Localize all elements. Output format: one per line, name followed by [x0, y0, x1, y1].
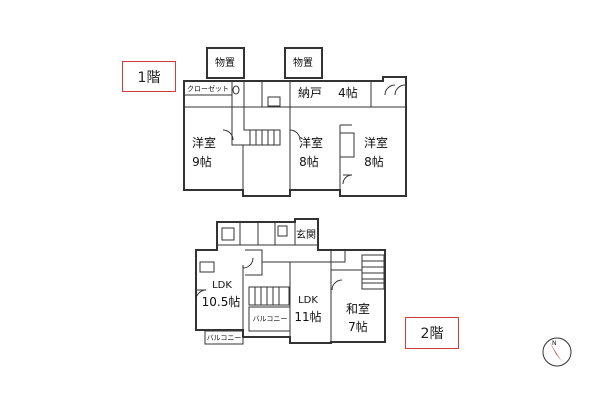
- western-c-size: 8帖: [364, 154, 384, 169]
- closet-label: クローゼット: [187, 84, 229, 93]
- western-b-size: 8帖: [299, 154, 319, 169]
- balcony-b-box: [204, 330, 244, 345]
- nando-label: 納戸: [298, 86, 322, 100]
- storage-right-box: [284, 47, 323, 79]
- storage-left-box: [206, 47, 245, 79]
- compass-icon: N: [542, 337, 572, 367]
- ldk-a-size: 10.5帖: [202, 294, 241, 309]
- western-a-name: 洋室: [192, 135, 216, 150]
- storage-right-label: 物置: [293, 56, 313, 69]
- nando-size-label: 4帖: [338, 85, 358, 100]
- ldk-a-name: LDK: [212, 280, 232, 291]
- washitsu-name: 和室: [346, 301, 370, 316]
- western-a-size: 9帖: [192, 154, 212, 169]
- storage-left-label: 物置: [215, 56, 235, 69]
- compass-label: N: [552, 340, 557, 347]
- floor-2-tag: 2階: [405, 317, 459, 349]
- balcony-a-label: バルコニー: [253, 315, 288, 323]
- balcony-b-label: バルコニー: [207, 334, 242, 342]
- ldk-b-size: 11帖: [294, 309, 321, 324]
- washitsu-size: 7帖: [348, 319, 368, 334]
- western-b-name: 洋室: [299, 135, 323, 150]
- floor2-outline: [195, 218, 386, 344]
- ldk-b-name: LDK: [298, 295, 318, 306]
- floor-1-tag: 1階: [122, 61, 176, 92]
- entrance-label: 玄関: [296, 228, 316, 241]
- balcony-a-box: [248, 306, 291, 332]
- western-c-name: 洋室: [364, 135, 388, 150]
